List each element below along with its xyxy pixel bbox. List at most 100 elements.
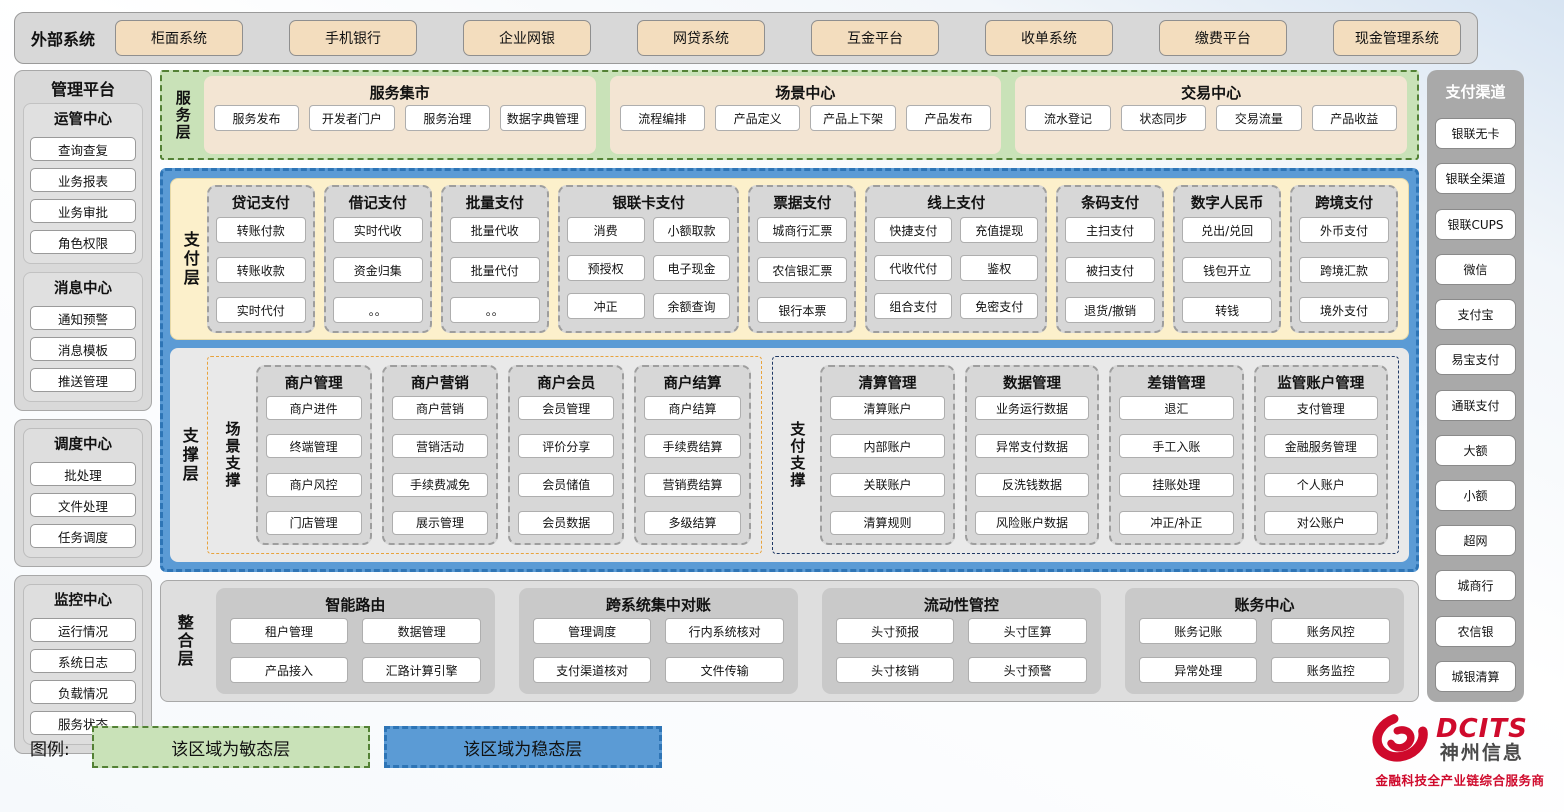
support-item-box: 商户进件 [265, 396, 362, 420]
payment-column-title: 跨境支付 [1315, 196, 1374, 212]
payment-item-box: 转账付款 [215, 217, 306, 243]
trade-center-panel: 交易中心 流水登记 状态同步 交易流量 产品收益 [1015, 76, 1407, 154]
channel-box: 银联CUPS [1435, 208, 1516, 240]
dcits-tagline: 金融科技全产业链综合服务商 [1375, 773, 1545, 788]
monitor-center-panel: 监控中心 运行情况 系统日志 负载情况 服务状态 [14, 575, 152, 754]
support-item-box: 营销费结算 [644, 472, 741, 497]
service-item-box: 状态同步 [1120, 105, 1207, 131]
legend: 图例: 该区域为敏态层 该区域为稳态层 [30, 726, 1550, 768]
support-column-title: 商户管理 [284, 376, 343, 392]
payment-support-section: 支付支撑 清算管理 清算账户 内部账户 关联账户 清算规则 数据管理 [771, 356, 1399, 554]
payment-column-title: 数字人民币 [1190, 196, 1264, 212]
integration-item-box: 头寸预报 [835, 618, 955, 644]
integration-item-box: 异常处理 [1138, 657, 1258, 683]
message-item-box: 推送管理 [30, 368, 136, 392]
ops-item-box: 查询查复 [30, 137, 136, 161]
trade-center-title: 交易中心 [1181, 84, 1242, 102]
support-item-box: 关联账户 [830, 472, 945, 497]
channel-box: 城银清算 [1435, 660, 1516, 692]
service-market-panel: 服务集市 服务发布 开发者门户 服务治理 数据字典管理 [203, 76, 596, 154]
integration-item-box: 头寸核销 [835, 657, 955, 683]
payment-item-box: 主扫支付 [1065, 217, 1156, 243]
external-system-box: 收单系统 [984, 20, 1113, 56]
channel-box: 城商行 [1435, 570, 1516, 602]
support-item-box: 退汇 [1119, 396, 1234, 420]
integration-item-box: 产品接入 [229, 657, 349, 683]
integration-layer: 整合层 智能路由 租户管理 数据管理 产品接入 汇路计算引擎 跨系统集中对账 管… [160, 580, 1419, 702]
stable-layer-frame: 支付层 贷记支付 转账付款 转账收款 实时代付 借记支付 实时代收 资金归集 。… [160, 168, 1419, 572]
cross-system-reconciliation-panel: 跨系统集中对账 管理调度 行内系统核对 支付渠道核对 文件传输 [518, 588, 798, 694]
payment-column-unionpay-card: 银联卡支付 消费 小额取款 预授权 电子现金 冲正 余额查询 [557, 185, 740, 333]
support-item-box: 展示管理 [391, 510, 489, 535]
support-item-box: 会员管理 [518, 396, 615, 420]
merchant-mgmt-column: 商户管理 商户进件 终端管理 商户风控 门店管理 [255, 365, 372, 545]
channel-box: 微信 [1435, 253, 1516, 285]
payment-item-box: 鉴权 [960, 255, 1039, 281]
payment-item-box: 免密支付 [960, 293, 1039, 319]
support-item-box: 手续费结算 [644, 434, 741, 459]
service-item-box: 流水登记 [1025, 105, 1111, 131]
payment-column-title: 线上支付 [927, 196, 986, 212]
payment-item-box: 实时代收 [332, 217, 423, 243]
support-item-box: 多级结算 [644, 510, 741, 535]
integration-item-box: 管理调度 [532, 618, 652, 644]
accounting-center-panel: 账务中心 账务记账 账务风控 异常处理 账务监控 [1124, 588, 1404, 694]
integration-panel-title: 流动性管控 [923, 596, 999, 614]
support-item-box: 冲正/补正 [1119, 510, 1234, 535]
service-item-box: 流程编排 [619, 105, 705, 131]
support-item-box: 会员储值 [518, 472, 615, 497]
payment-column-bill: 票据支付 城商行汇票 农信银汇票 银行本票 [748, 185, 857, 333]
support-item-box: 终端管理 [265, 434, 362, 459]
external-systems-label: 外部系统 [31, 30, 96, 49]
payment-column-debit: 借记支付 实时代收 资金归集 。。 [323, 185, 432, 333]
payment-layer-label: 支付层 [180, 230, 200, 288]
service-layer-label: 服务层 [173, 89, 192, 141]
payment-column-title: 借记支付 [348, 196, 407, 212]
support-item-box: 清算规则 [830, 510, 945, 535]
service-item-box: 产品定义 [714, 105, 801, 131]
message-center-group: 消息中心 通知预警 消息模板 推送管理 [23, 272, 143, 402]
payment-column-title: 票据支付 [773, 196, 832, 212]
liquidity-control-panel: 流动性管控 头寸预报 头寸匡算 头寸核销 头寸预警 [821, 588, 1101, 694]
channel-box: 银联全渠道 [1435, 163, 1516, 195]
schedule-item-box: 任务调度 [30, 524, 136, 548]
support-item-box: 挂账处理 [1119, 472, 1234, 497]
message-item-box: 通知预警 [30, 306, 136, 330]
payment-column-crossborder: 跨境支付 外币支付 跨境汇款 境外支付 [1290, 185, 1399, 333]
external-system-box: 柜面系统 [115, 20, 244, 56]
payment-item-box: 快捷支付 [874, 217, 953, 243]
support-item-box: 风险账户数据 [974, 510, 1090, 535]
external-system-box: 手机银行 [289, 20, 417, 56]
integration-item-box: 汇路计算引擎 [362, 657, 481, 683]
payment-column-title: 贷记支付 [231, 196, 290, 212]
integration-item-box: 账务风控 [1271, 618, 1390, 644]
support-item-box: 商户风控 [265, 472, 362, 497]
support-item-box: 支付管理 [1263, 396, 1379, 420]
clearing-mgmt-column: 清算管理 清算账户 内部账户 关联账户 清算规则 [820, 365, 955, 545]
payment-item-box: 。。 [449, 297, 540, 323]
support-item-box: 业务运行数据 [974, 396, 1090, 420]
ops-item-box: 业务报表 [30, 168, 136, 192]
channel-box: 大额 [1435, 434, 1516, 466]
integration-panel-title: 跨系统集中对账 [605, 596, 711, 614]
management-platform-sidebar: 管理平台 运管中心 查询查复 业务报表 业务审批 角色权限 消息中心 通知预警 … [14, 70, 152, 754]
support-item-box: 清算账户 [830, 396, 945, 420]
monitor-item-box: 负载情况 [30, 680, 136, 704]
integration-item-box: 头寸匡算 [968, 618, 1087, 644]
external-system-box: 缴费平台 [1158, 20, 1287, 56]
merchant-settlement-column: 商户结算 商户结算 手续费结算 营销费结算 多级结算 [634, 365, 751, 545]
payment-item-box: 外币支付 [1299, 217, 1390, 243]
external-systems-list: 柜面系统 手机银行 企业网银 网贷系统 互金平台 收单系统 缴费平台 现金管理系… [115, 20, 1461, 56]
channel-box: 支付宝 [1435, 299, 1516, 331]
schedule-center-panel: 调度中心 批处理 文件处理 任务调度 [14, 419, 152, 567]
legend-agile-layer: 该区域为敏态层 [91, 726, 370, 768]
regulatory-account-column: 监管账户管理 支付管理 金融服务管理 个人账户 对公账户 [1253, 365, 1389, 545]
payment-item-box: 冲正 [566, 293, 645, 319]
payment-item-box: 退货/撤销 [1065, 297, 1156, 323]
payment-item-box: 实时代付 [215, 297, 306, 323]
schedule-center-title: 调度中心 [54, 437, 112, 453]
integration-item-box: 文件传输 [665, 657, 784, 683]
payment-item-box: 城商行汇票 [757, 217, 848, 243]
ops-center-title: 运管中心 [54, 112, 112, 128]
external-system-box: 网贷系统 [636, 20, 765, 56]
